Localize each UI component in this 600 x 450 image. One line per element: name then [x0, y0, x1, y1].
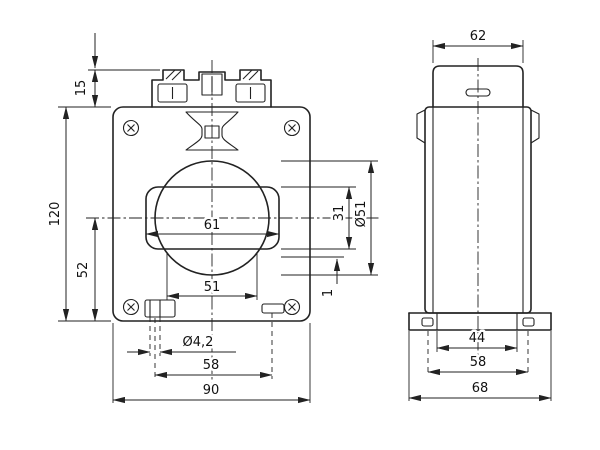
dim-window-height: 31: [281, 186, 356, 250]
bore-circle: [154, 160, 270, 276]
dim-label-window-width: 61: [204, 218, 221, 233]
corner-screws: [122, 119, 301, 316]
dim-overall-width: 90: [112, 323, 311, 404]
mounting-slots: [144, 299, 285, 356]
base-slot-left: [421, 317, 434, 327]
right-mounting-slot: [261, 303, 285, 314]
dim-label-bore-diameter: Ø51: [354, 201, 369, 228]
dim-slot-diameter: Ø4,2: [127, 333, 236, 356]
terminal-screw-right: [235, 83, 266, 103]
dim-top-width: 62: [432, 27, 524, 63]
dim-label-slot-spacing-front: 58: [203, 358, 220, 373]
dim-label-foot-inner-spacing: 44: [469, 331, 486, 346]
dim-label-overall-height: 120: [48, 202, 63, 227]
dim-hole-spacing-side: 58: [427, 331, 529, 376]
side-ear-right: [530, 109, 540, 144]
dim-overall-height: 120: [46, 106, 111, 322]
dim-plate-step: 1: [281, 256, 344, 300]
dim-foot-inner-spacing: 44: [436, 329, 518, 352]
dim-base-width: 68: [408, 331, 552, 402]
spring-clip: [185, 111, 239, 151]
dim-label-plate-step: 1: [321, 289, 336, 297]
side-ear-left: [416, 109, 426, 144]
front-body-outline: [112, 106, 311, 322]
side-base: [408, 312, 552, 331]
base-slot-right: [522, 317, 535, 327]
dim-label-window-height: 31: [332, 205, 347, 222]
center-screw: [201, 73, 223, 96]
dim-slot-spacing-front: 58: [154, 313, 273, 379]
dim-label-window-inner-width: 51: [204, 280, 221, 295]
dim-label-terminal-height: 15: [74, 80, 89, 97]
dim-window-inner-width: 51: [166, 252, 258, 300]
dim-window-width: 61: [145, 216, 280, 238]
dim-bore-diameter: Ø51: [281, 160, 378, 276]
terminal-block: [151, 69, 272, 108]
cap-slot: [465, 88, 491, 97]
front-view: [86, 60, 380, 390]
dim-label-center-to-base: 52: [76, 262, 91, 279]
dim-label-top-width: 62: [470, 29, 487, 44]
side-view: [408, 58, 552, 356]
dim-center-to-base: 52: [74, 217, 99, 322]
dim-label-hole-spacing-side: 58: [470, 355, 487, 370]
dim-label-overall-width: 90: [203, 383, 220, 398]
dim-label-slot-diameter: Ø4,2: [183, 335, 214, 350]
side-cap-outline: [432, 65, 524, 108]
terminal-screw-left: [157, 83, 188, 103]
busbar-window: [145, 186, 280, 250]
dim-terminal-height: 15: [72, 33, 160, 108]
dim-label-base-width: 68: [472, 381, 489, 396]
